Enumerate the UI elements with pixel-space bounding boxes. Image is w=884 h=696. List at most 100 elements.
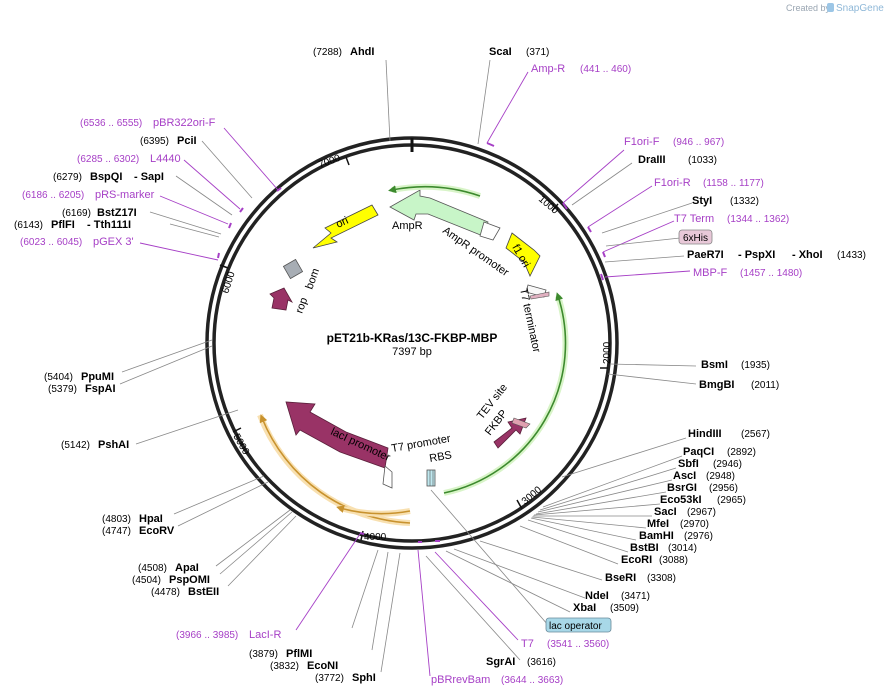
svg-text:(6023 .. 6045): (6023 .. 6045) (20, 237, 82, 248)
site-styi[interactable]: StyI(1332) (692, 195, 759, 207)
site-bstbi[interactable]: BstBI(3014) (630, 542, 697, 554)
orf-orange-arc (257, 413, 411, 526)
svg-text:Eco53kI: Eco53kI (660, 494, 702, 506)
svg-text:EcoNI: EcoNI (307, 660, 338, 672)
primer-pbr322ori-f[interactable]: (6536 .. 6555)pBR322ori-F (80, 117, 216, 129)
primer-leader-lines (139, 71, 691, 677)
backbone (205, 136, 619, 550)
primer-t7[interactable]: T7(3541 .. 3560) (521, 638, 609, 650)
svg-text:(6186 .. 6205): (6186 .. 6205) (22, 190, 84, 201)
svg-text:(1433): (1433) (837, 250, 866, 261)
site-asci[interactable]: AscI (2948) (673, 470, 735, 482)
site-bstz17i[interactable]: (6169)BstZ17I (62, 207, 137, 219)
site-ndei[interactable]: NdeI(3471) (585, 590, 650, 602)
feature-bom[interactable]: bom (282, 258, 322, 291)
svg-text:(3879): (3879) (249, 649, 278, 660)
site-mfei[interactable]: MfeI(2970) (647, 518, 709, 530)
feature-t7-promoter[interactable]: T7 promoter RBS (390, 433, 453, 487)
primer-laci-r[interactable]: (3966 .. 3985)LacI-R (176, 629, 281, 641)
svg-text:F1ori-F: F1ori-F (624, 136, 660, 148)
primer-amp-r[interactable]: Amp-R(441 .. 460) (531, 63, 631, 75)
svg-text:(4478): (4478) (151, 587, 180, 598)
site-sbfi[interactable]: SbfI(2946) (678, 458, 742, 470)
site-scai[interactable]: ScaI(371) (489, 46, 549, 58)
primer-l4440[interactable]: (6285 .. 6302)L4440 (77, 153, 181, 165)
site-hpai[interactable]: (4803) HpaI (102, 513, 163, 525)
primer-binding-marks (217, 142, 606, 543)
svg-text:F1ori-R: F1ori-R (654, 177, 691, 189)
site-paqci[interactable]: PaqCI(2892) (683, 446, 756, 458)
svg-text:(1158 .. 1177): (1158 .. 1177) (703, 178, 764, 189)
svg-text:(3966 .. 3985): (3966 .. 3985) (176, 630, 238, 641)
svg-text:PspOMI: PspOMI (169, 574, 210, 586)
svg-text:StyI: StyI (692, 195, 712, 207)
site-bsteii[interactable]: (4478) BstEII (151, 586, 219, 598)
site-ppumi[interactable]: (5404)PpuMI (44, 371, 114, 383)
primer-f1ori-f[interactable]: F1ori-F(946 .. 967) (624, 136, 724, 148)
site-pflfi[interactable]: (6143)PflFI- Tth111I (14, 219, 131, 231)
svg-text:(3772): (3772) (315, 673, 344, 684)
svg-text:BstBI: BstBI (630, 542, 659, 554)
feature-ori[interactable]: ori (312, 204, 379, 249)
feature-ampr[interactable]: AmpR AmpR promoter (389, 189, 511, 279)
svg-text:(1457 .. 1480): (1457 .. 1480) (740, 268, 802, 279)
site-sgrai[interactable]: SgrAI(3616) (486, 656, 556, 668)
site-paer7i[interactable]: PaeR7I- PspXI- XhoI(1433) (687, 249, 866, 261)
site-bamhi[interactable]: BamHI(2976) (639, 530, 713, 542)
svg-text:(2948): (2948) (706, 471, 735, 482)
site-pspomi[interactable]: (4504)PspOMI (132, 574, 210, 586)
svg-text:(2967): (2967) (687, 507, 716, 518)
primer-pbrrevbam[interactable]: pBRrevBam(3644 .. 3663) (431, 674, 563, 686)
svg-text:(6169): (6169) (62, 208, 91, 219)
svg-text:(3471): (3471) (621, 591, 650, 602)
primer-prs-marker[interactable]: (6186 .. 6205)pRS-marker (22, 189, 155, 201)
site-bmgbi[interactable]: BmgBI(2011) (699, 379, 779, 391)
site-pcii[interactable]: (6395)PciI (140, 135, 197, 147)
primer-pgex-3[interactable]: (6023 .. 6045)pGEX 3' (20, 236, 134, 248)
feature-rop[interactable]: rop (269, 287, 310, 315)
site-ahdi[interactable]: (7288)AhdI (313, 46, 374, 58)
svg-text:(4747): (4747) (102, 526, 131, 537)
site-bsmi[interactable]: BsmI(1935) (701, 359, 770, 371)
site-bseri[interactable]: BseRI(3308) (605, 572, 676, 584)
svg-text:pBR322ori-F: pBR322ori-F (153, 117, 216, 129)
site-ecori[interactable]: EcoRI(3088) (621, 554, 688, 566)
site-econi[interactable]: (3832) EcoNI (270, 660, 338, 672)
site-apai[interactable]: (4508)ApaI (138, 562, 199, 574)
primer-f1ori-r[interactable]: F1ori-R (1158 .. 1177) (654, 177, 764, 189)
feature-6xhis[interactable]: 6xHis (605, 229, 713, 247)
svg-text:DraIII: DraIII (638, 154, 666, 166)
feature-t7-terminator[interactable]: T7 terminator (517, 284, 550, 354)
svg-text:HpaI: HpaI (139, 513, 163, 525)
site-pshai[interactable]: (5142)PshAI (61, 439, 129, 451)
svg-text:(2946): (2946) (713, 459, 742, 470)
site-draiii[interactable]: DraIII(1033) (638, 154, 717, 166)
svg-text:(371): (371) (526, 47, 549, 58)
svg-text:(3832): (3832) (270, 661, 299, 672)
svg-text:(3541 .. 3560): (3541 .. 3560) (547, 639, 609, 650)
site-pflmi[interactable]: (3879)PflMI (249, 648, 312, 660)
site-sphi[interactable]: (3772) SphI (315, 672, 376, 684)
site-eco53ki[interactable]: Eco53kI(2965) (660, 494, 746, 506)
svg-text:SphI: SphI (352, 672, 376, 684)
svg-text:(4803): (4803) (102, 514, 131, 525)
site-saci[interactable]: SacI(2967) (654, 506, 716, 518)
feature-label-rbs: RBS (428, 449, 452, 465)
site-xbai[interactable]: XbaI(3509) (573, 602, 639, 614)
svg-text:AscI: AscI (673, 470, 696, 482)
feature-f1-ori[interactable]: f1 ori (505, 232, 541, 277)
site-fspai[interactable]: (5379)FspAI (48, 383, 116, 395)
tick-label-4000: 4000 (364, 532, 387, 543)
plasmid-size: 7397 bp (392, 346, 432, 358)
site-ecorv[interactable]: (4747)EcoRV (102, 525, 175, 537)
svg-text:BseRI: BseRI (605, 572, 636, 584)
feature-lac-operator[interactable]: lac operator (430, 489, 612, 633)
site-bspqi[interactable]: (6279)BspQI- SapI (53, 171, 164, 183)
feature-fkbp[interactable]: TEV site FKBP (475, 382, 531, 449)
site-bsrgi[interactable]: BsrGI(2956) (667, 482, 738, 494)
primer-t7-term[interactable]: T7 Term(1344 .. 1362) (674, 213, 789, 225)
primer-mbp-f[interactable]: MBP-F(1457 .. 1480) (693, 267, 802, 279)
site-hindiii[interactable]: HindIII(2567) (688, 428, 770, 440)
svg-text:BstEII: BstEII (188, 586, 219, 598)
